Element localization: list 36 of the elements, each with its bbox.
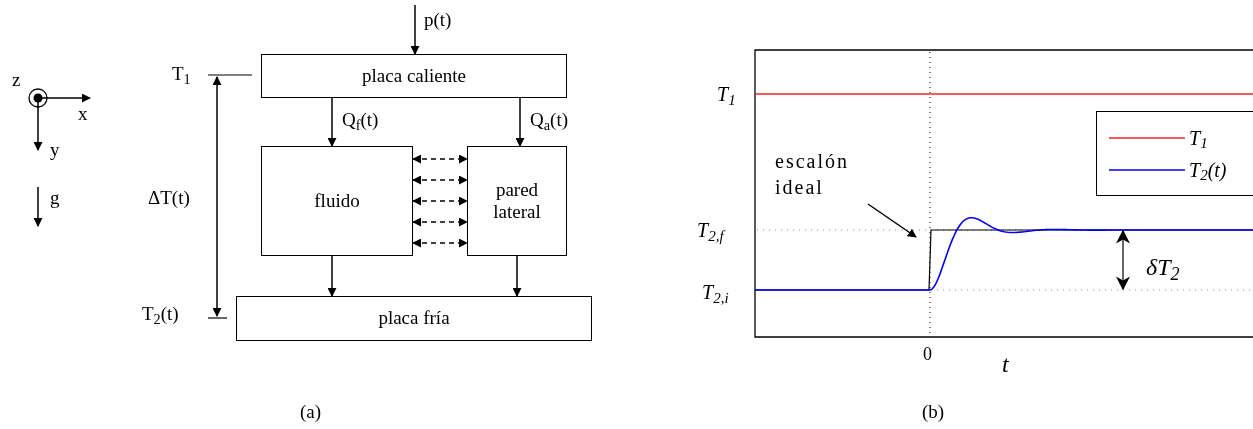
connector-arrow (515, 97, 525, 147)
gravity-label: g⃗ (50, 186, 75, 210)
delta-label: δT$_{2}$ (1146, 253, 1180, 281)
annotation-text: escalón ideal (775, 148, 890, 201)
axis-label: z (12, 68, 21, 92)
connector-arrow (512, 255, 522, 297)
process-box: placa fría (236, 296, 592, 341)
edge-label: Q$_{f}$(t) (342, 108, 379, 132)
dimension-label: ΔT(t) (148, 186, 190, 210)
connector-arrow (412, 154, 468, 164)
connector-arrow (327, 97, 337, 147)
tick-label: T$_{2,f}$ (697, 218, 724, 244)
panel-label: (a) (300, 400, 322, 424)
axis-label: x (78, 102, 88, 126)
temperature-label: T$_{1}$ (172, 62, 191, 88)
edge-label: p(t) (424, 8, 452, 32)
connector-arrow (412, 217, 468, 227)
arrow (410, 4, 420, 55)
edge-label: Q$_{a}$(t) (530, 108, 568, 132)
connector-arrow (867, 203, 917, 238)
tick-label: T$_{2,i}$ (702, 280, 729, 306)
connector-arrow (412, 175, 468, 185)
process-box: placa caliente (261, 54, 567, 98)
legend-label: T$_{2}$(t) (1189, 157, 1227, 182)
tick-label: T$_{1}$ (717, 82, 736, 108)
connector-arrow (412, 238, 468, 248)
tick-label: 0 (923, 343, 932, 366)
axis-label: t (1002, 350, 1009, 378)
connector-arrow (327, 255, 337, 297)
legend-label: T$_{1}$ (1189, 125, 1208, 150)
temperature-label: T$_{2}$(t) (142, 302, 179, 328)
axis-label: y (50, 138, 60, 162)
process-box: fluido (261, 146, 413, 256)
connector-arrow (412, 196, 468, 206)
process-box: pared lateral (467, 146, 567, 256)
panel-label: (b) (922, 400, 945, 424)
